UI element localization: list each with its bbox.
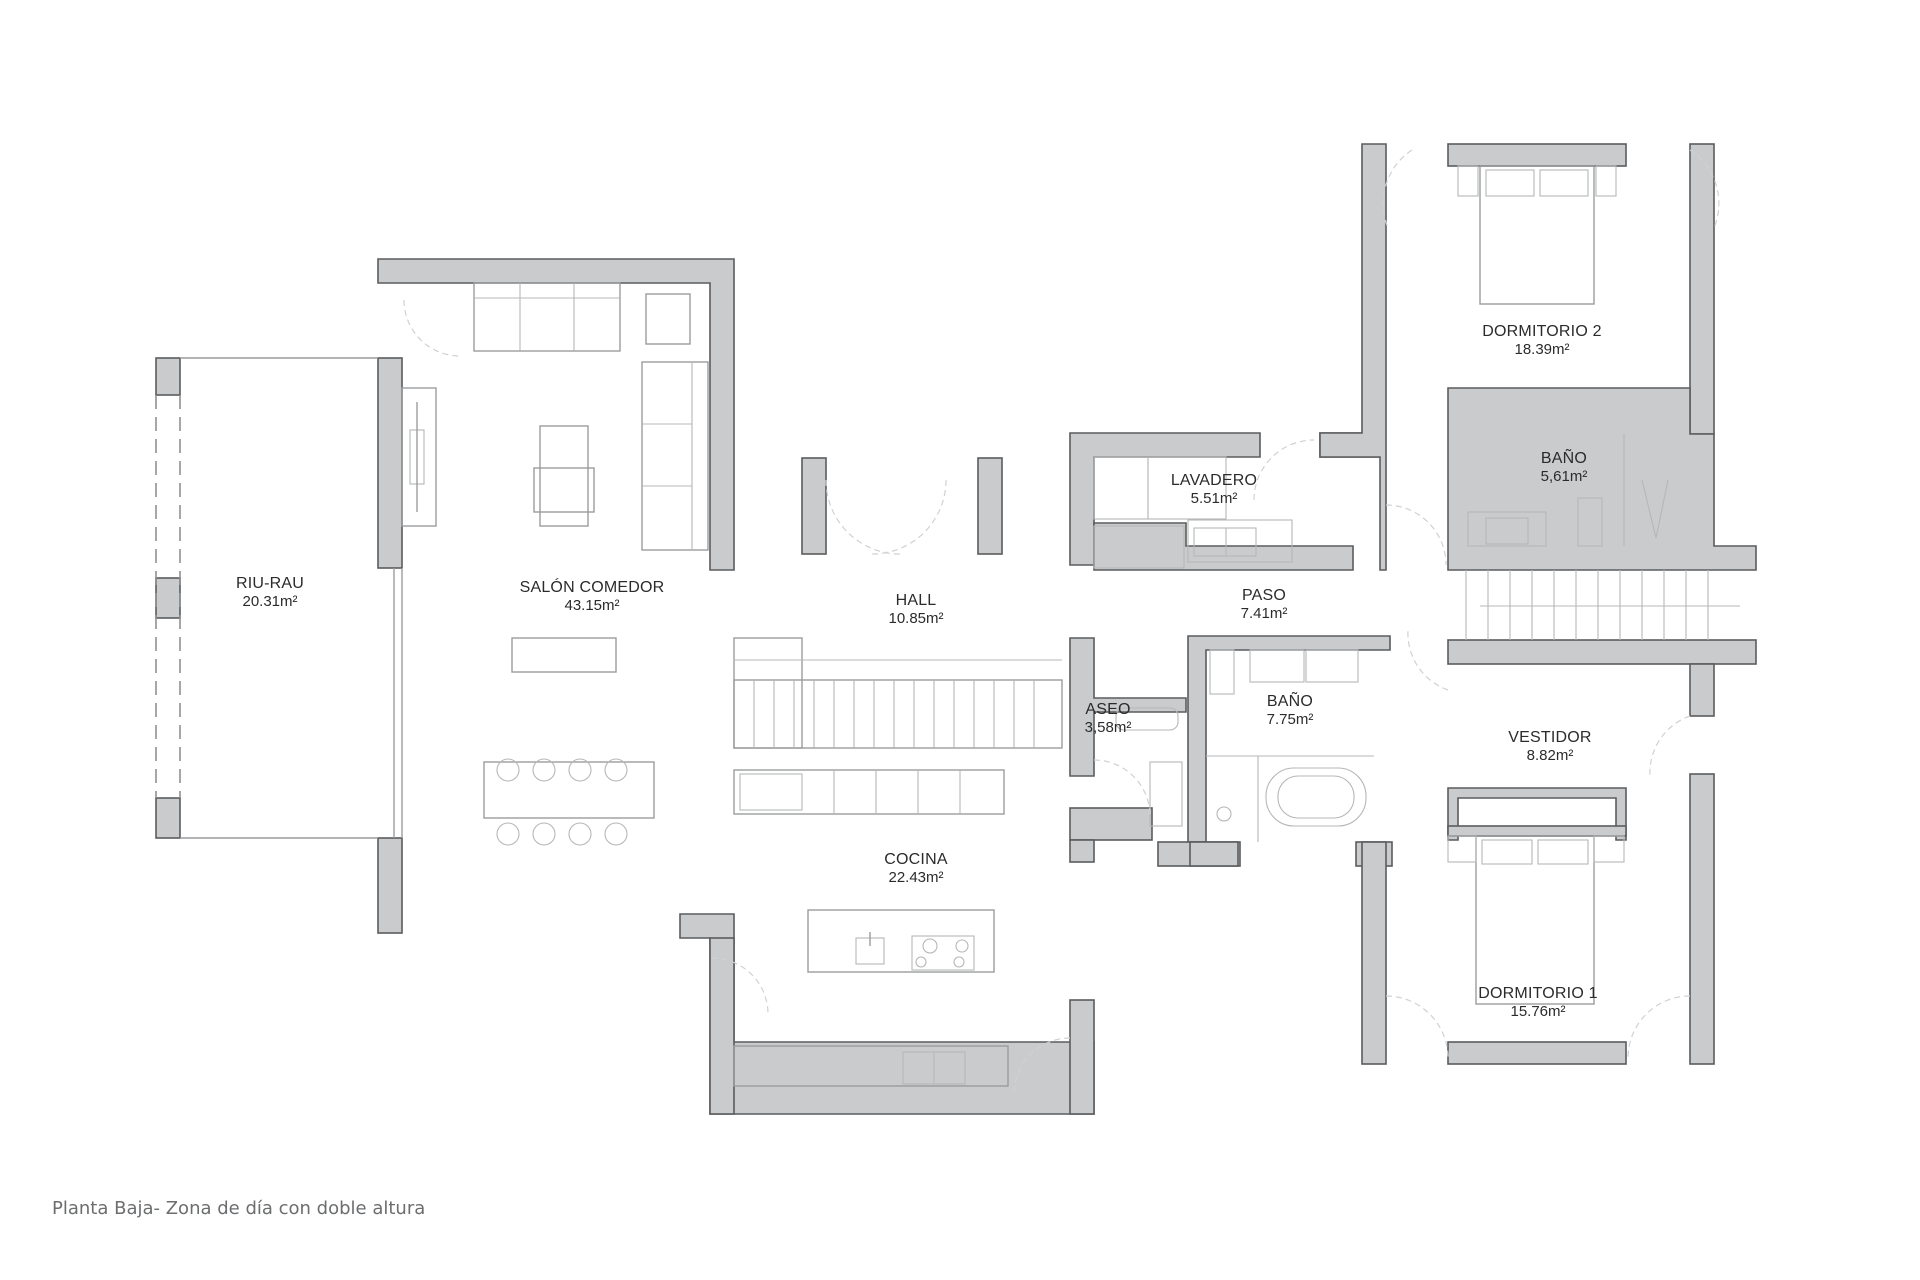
svg-text:8.82m²: 8.82m² xyxy=(1527,747,1574,764)
walls xyxy=(155,143,1757,1115)
room-paso: PASO 7.41m² xyxy=(1241,587,1288,622)
svg-text:5.51m²: 5.51m² xyxy=(1191,490,1238,507)
room-riu-rau: RIU-RAU 20.31m² xyxy=(236,575,304,610)
svg-text:7.75m²: 7.75m² xyxy=(1267,711,1314,728)
svg-text:SALÓN COMEDOR: SALÓN COMEDOR xyxy=(520,577,665,596)
riu-rau-outline xyxy=(155,357,403,839)
svg-text:RIU-RAU: RIU-RAU xyxy=(236,575,304,592)
svg-text:10.85m²: 10.85m² xyxy=(888,610,943,627)
room-cocina: COCINA 22.43m² xyxy=(884,851,948,886)
room-hall: HALL 10.85m² xyxy=(888,592,943,627)
svg-text:DORMITORIO 1: DORMITORIO 1 xyxy=(1478,985,1597,1002)
svg-text:ASEO: ASEO xyxy=(1085,701,1130,718)
svg-text:COCINA: COCINA xyxy=(884,851,948,868)
room-aseo: ASEO 3,58m² xyxy=(1085,701,1132,736)
svg-text:7.41m²: 7.41m² xyxy=(1241,605,1288,622)
room-dormitorio-1: DORMITORIO 1 15.76m² xyxy=(1478,985,1597,1020)
svg-text:3,58m²: 3,58m² xyxy=(1085,719,1132,736)
svg-text:PASO: PASO xyxy=(1242,587,1286,604)
svg-text:VESTIDOR: VESTIDOR xyxy=(1508,729,1591,746)
svg-text:22.43m²: 22.43m² xyxy=(888,869,943,886)
svg-text:18.39m²: 18.39m² xyxy=(1514,341,1569,358)
svg-text:43.15m²: 43.15m² xyxy=(564,597,619,614)
svg-text:HALL: HALL xyxy=(896,592,937,609)
room-labels: RIU-RAU 20.31m² SALÓN COMEDOR 43.15m² HA… xyxy=(236,323,1602,1020)
svg-text:20.31m²: 20.31m² xyxy=(242,593,297,610)
room-bano-2: BAÑO 7.75m² xyxy=(1267,690,1314,728)
room-vestidor: VESTIDOR 8.82m² xyxy=(1508,729,1591,764)
svg-text:DORMITORIO 2: DORMITORIO 2 xyxy=(1482,323,1601,340)
room-dormitorio-2: DORMITORIO 2 18.39m² xyxy=(1482,323,1601,358)
svg-text:15.76m²: 15.76m² xyxy=(1510,1003,1565,1020)
plan-caption: Planta Baja- Zona de día con doble altur… xyxy=(52,1198,426,1219)
svg-text:BAÑO: BAÑO xyxy=(1541,447,1587,467)
svg-text:LAVADERO: LAVADERO xyxy=(1171,472,1257,489)
svg-text:5,61m²: 5,61m² xyxy=(1541,468,1588,485)
door-swings xyxy=(403,149,1720,1095)
room-lavadero: LAVADERO 5.51m² xyxy=(1171,472,1257,507)
room-bano-1: BAÑO 5,61m² xyxy=(1541,447,1588,485)
svg-text:BAÑO: BAÑO xyxy=(1267,690,1313,710)
furniture xyxy=(401,165,1740,1087)
room-salon-comedor: SALÓN COMEDOR 43.15m² xyxy=(520,577,665,614)
